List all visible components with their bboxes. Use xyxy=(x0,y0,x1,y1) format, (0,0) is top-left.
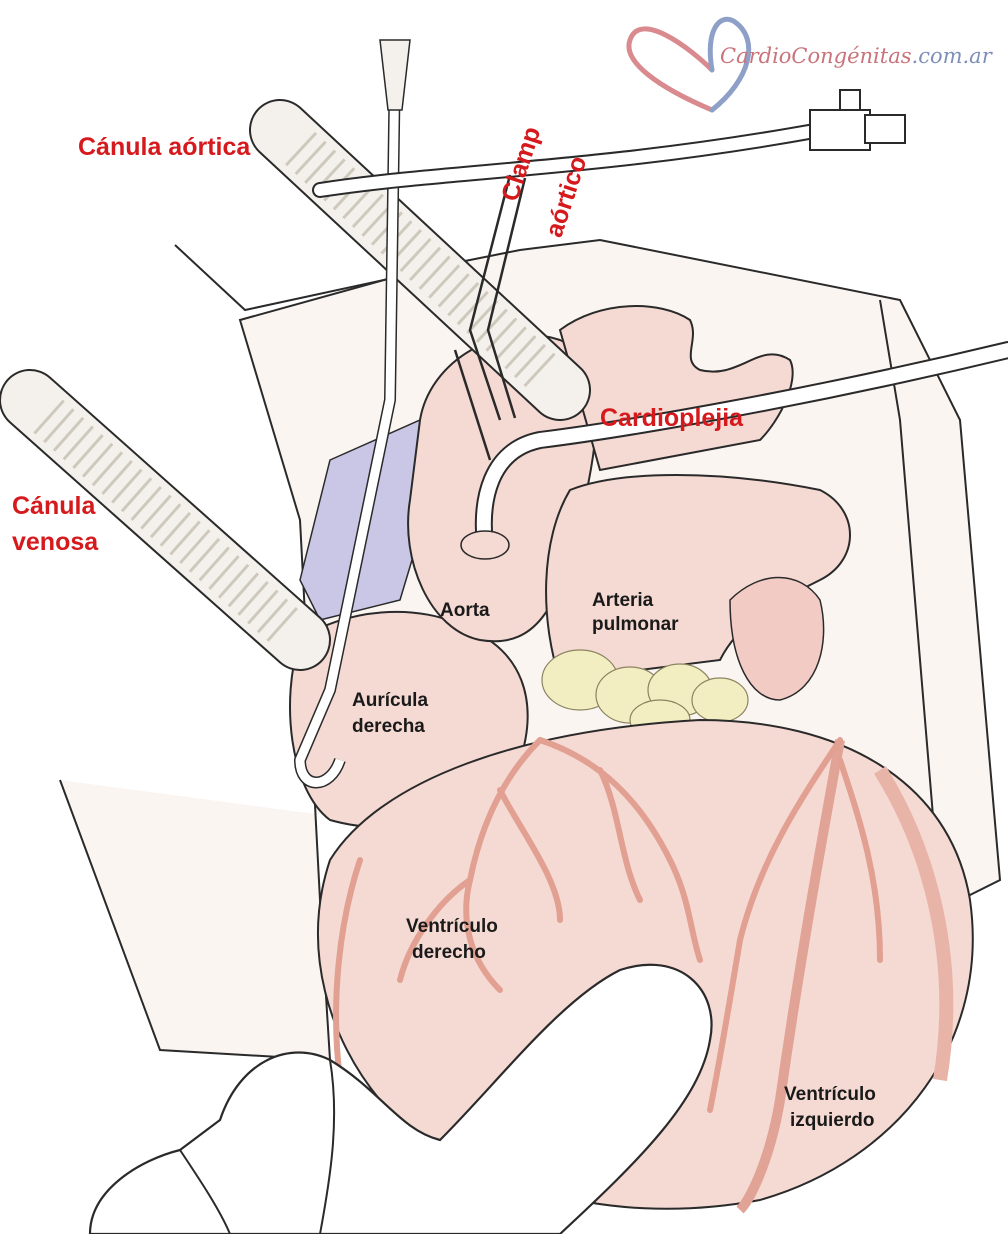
label-canula-venosa-line2: venosa xyxy=(12,528,98,557)
label-canula-venosa-line1: Cánula xyxy=(12,492,95,521)
label-auricula-line2: derecha xyxy=(352,716,425,738)
logo-text-main: CardioCongénitas xyxy=(720,44,912,68)
label-ventriculo-derecho-line1: Ventrículo xyxy=(406,916,498,938)
label-aorta: Aorta xyxy=(440,600,490,622)
label-ventriculo-izquierdo-line2: izquierdo xyxy=(790,1110,874,1132)
label-auricula-line1: Aurícula xyxy=(352,690,428,712)
label-ventriculo-izquierdo-line1: Ventrículo xyxy=(784,1084,876,1106)
label-ventriculo-derecho-line2: derecho xyxy=(412,942,486,964)
label-cardioplejia: Cardioplejia xyxy=(600,404,743,433)
label-canula-aortica: Cánula aórtica xyxy=(78,133,250,162)
label-arteria-line1: Arteria xyxy=(592,590,653,612)
logo-text: CardioCongénitas.com.ar xyxy=(720,44,992,68)
top-tubing xyxy=(320,90,905,190)
logo-text-domain: .com.ar xyxy=(912,44,992,68)
label-arteria-line2: pulmonar xyxy=(592,614,679,636)
